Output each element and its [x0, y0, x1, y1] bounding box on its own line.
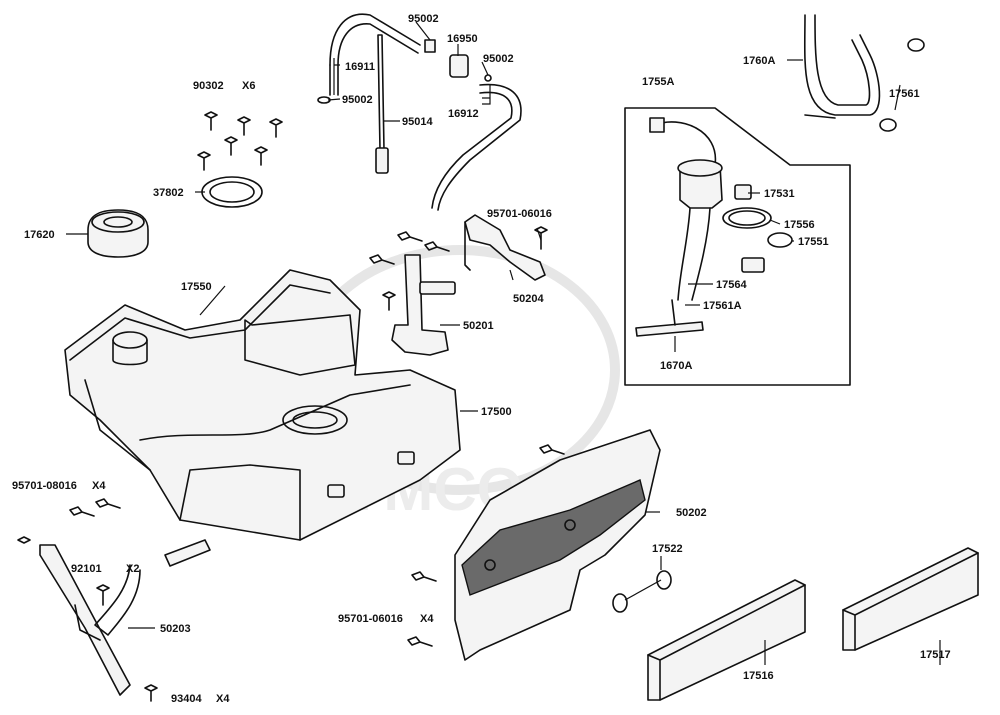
label-95701-08016: 95701-08016: [12, 480, 77, 492]
label-17550: 17550: [181, 281, 212, 293]
bracket-50203: [17, 498, 211, 702]
label-qty-x6: X6: [242, 80, 255, 92]
fuel-pump-box: [624, 107, 851, 386]
leader-lines: [66, 21, 941, 665]
label-17522: 17522: [652, 543, 683, 555]
label-92101: 92101: [71, 563, 102, 575]
bolts-bracket: [369, 226, 565, 455]
strap-95014: [375, 34, 389, 174]
part-labels: 95002 16950 95002 16911 95002 16912 9501…: [12, 13, 951, 705]
label-17551: 17551: [798, 236, 829, 248]
label-qty-x2: X2: [126, 563, 139, 575]
label-95002: 95002: [483, 53, 514, 65]
bracket-50204: [464, 214, 546, 281]
hose-1760A: [803, 14, 925, 132]
label-16911: 16911: [345, 61, 375, 73]
label-95701-06016-x4: 95701-06016: [338, 613, 403, 625]
label-1760A: 1760A: [743, 55, 775, 67]
gasket-37802: [201, 176, 263, 208]
label-37802: 37802: [153, 187, 184, 199]
label-qty-x4: X4: [92, 480, 106, 492]
screws-90302: [197, 111, 283, 171]
label-16950: 16950: [447, 33, 478, 45]
fuel-tank: [64, 269, 461, 541]
fuel-cap-17620: [87, 209, 149, 258]
label-qty-x4: X4: [420, 613, 434, 625]
label-17500: 17500: [481, 406, 512, 418]
label-1670A: 1670A: [660, 360, 692, 372]
label-17516: 17516: [743, 670, 774, 682]
label-50204: 50204: [513, 293, 544, 305]
label-17561A: 17561A: [703, 300, 742, 312]
label-1755A: 1755A: [642, 76, 674, 88]
label-qty-x4: X4: [216, 693, 230, 705]
label-93404: 93404: [171, 693, 202, 705]
breather-hose: [317, 13, 522, 211]
nuts-17522: [612, 570, 672, 613]
label-50202: 50202: [676, 507, 707, 519]
label-95002: 95002: [342, 94, 373, 106]
heat-shield-50202: [407, 429, 661, 661]
foam-blocks: [647, 547, 979, 701]
label-17564: 17564: [716, 279, 747, 291]
label-95002: 95002: [408, 13, 439, 25]
label-50203: 50203: [160, 623, 191, 635]
label-17517: 17517: [920, 649, 951, 661]
label-17556: 17556: [784, 219, 815, 231]
label-17620: 17620: [24, 229, 55, 241]
label-95014: 95014: [402, 116, 433, 128]
bracket-50201: [391, 254, 456, 356]
label-17531: 17531: [764, 188, 795, 200]
label-50201: 50201: [463, 320, 494, 332]
label-95701-06016: 95701-06016: [487, 208, 552, 220]
label-90302: 90302: [193, 80, 224, 92]
label-17561: 17561: [889, 88, 920, 100]
label-16912: 16912: [448, 108, 479, 120]
